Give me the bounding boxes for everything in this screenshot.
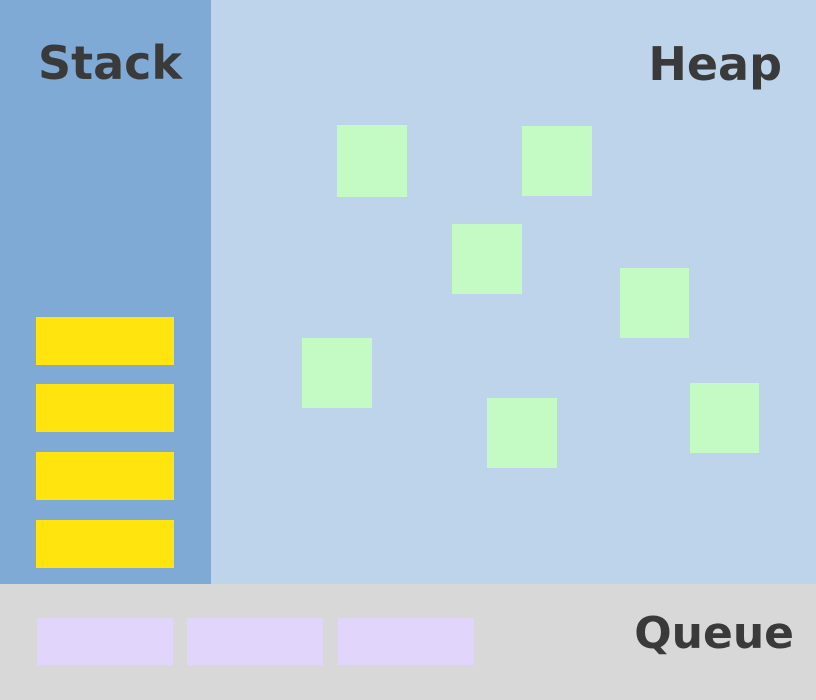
queue-item-3: [338, 618, 474, 665]
queue-item-2: [187, 618, 323, 665]
heap-region-label: Heap: [648, 37, 782, 91]
queue-item-1: [37, 618, 173, 665]
heap-object-4: [620, 268, 689, 338]
heap-object-6: [487, 398, 557, 468]
stack-frame-3: [36, 452, 174, 500]
heap-object-1: [337, 125, 407, 197]
heap-object-7: [690, 383, 759, 453]
heap-object-3: [452, 224, 522, 294]
heap-object-5: [302, 338, 372, 408]
stack-frame-1: [36, 317, 174, 365]
stack-region-label: Stack: [38, 36, 183, 90]
stack-frame-4: [36, 520, 174, 568]
heap-object-2: [522, 126, 592, 196]
queue-region-label: Queue: [634, 608, 794, 659]
stack-frame-2: [36, 384, 174, 432]
